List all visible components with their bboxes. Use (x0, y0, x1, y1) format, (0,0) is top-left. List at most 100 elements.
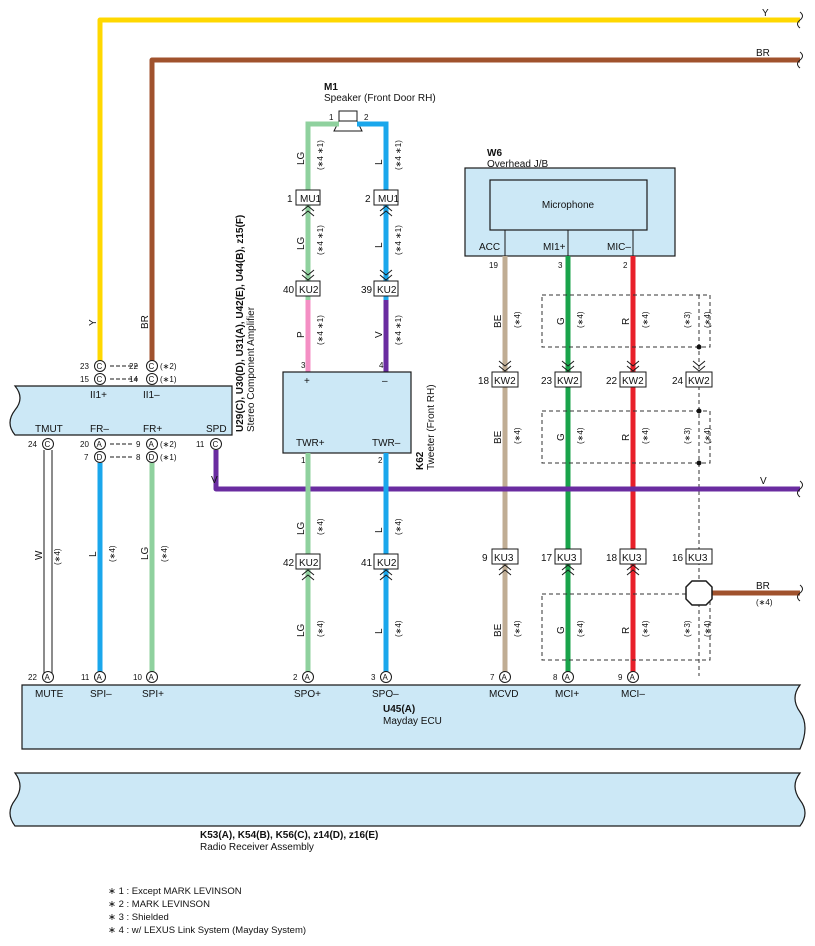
svg-text:18: 18 (606, 553, 618, 564)
wire-label-y-vert: Y (88, 319, 99, 326)
svg-text:3: 3 (371, 673, 376, 682)
svg-text:KU2: KU2 (377, 558, 397, 569)
svg-text:(∗4 ∗1): (∗4 ∗1) (316, 315, 325, 345)
svg-text:BR: BR (756, 581, 770, 592)
svg-text:MU1: MU1 (378, 194, 400, 205)
connector-mu1-b: 2 MU1 (365, 189, 400, 217)
svg-text:42: 42 (283, 558, 295, 569)
wire-label-br-vert: BR (140, 315, 151, 329)
svg-text:V: V (374, 331, 385, 338)
svg-text:TWR+: TWR+ (296, 438, 325, 449)
svg-text:9: 9 (482, 553, 488, 564)
connector-kw2-c: 22 KW2 (606, 360, 647, 388)
svg-text:C: C (45, 440, 51, 449)
footnote-1: ∗ 1 : Except MARK LEVINSON (108, 886, 242, 897)
svg-text:KU2: KU2 (377, 285, 397, 296)
svg-text:(∗4): (∗4) (641, 620, 650, 637)
svg-text:20: 20 (80, 440, 89, 449)
svg-text:23: 23 (541, 376, 553, 387)
svg-text:24: 24 (672, 376, 684, 387)
speaker-pin1: 1 (329, 113, 334, 122)
svg-text:KW2: KW2 (622, 376, 644, 387)
speaker-icon (338, 110, 358, 122)
svg-text:TWR–: TWR– (372, 438, 401, 449)
svg-text:(∗4 ∗1): (∗4 ∗1) (394, 225, 403, 255)
svg-text:(∗4): (∗4) (108, 545, 117, 562)
svg-text:R: R (621, 318, 632, 325)
svg-text:KW2: KW2 (557, 376, 579, 387)
speaker-pin2: 2 (364, 113, 369, 122)
svg-text:A: A (383, 673, 389, 682)
svg-text:MCVD: MCVD (489, 689, 518, 700)
shield-ground-icon (685, 580, 713, 606)
svg-text:(∗2): (∗2) (160, 362, 177, 371)
svg-text:(∗4): (∗4) (160, 545, 169, 562)
svg-text:V: V (211, 475, 218, 486)
svg-text:K53(A), K54(B), K56(C), z14(D): K53(A), K54(B), K56(C), z14(D), z16(E) (200, 830, 378, 841)
svg-text:KU3: KU3 (494, 553, 514, 564)
svg-text:15: 15 (80, 375, 89, 384)
svg-text:L: L (374, 527, 385, 533)
svg-text:16: 16 (672, 553, 684, 564)
wire-label-br: BR (756, 48, 770, 59)
svg-text:SPO+: SPO+ (294, 689, 321, 700)
svg-text:10: 10 (133, 673, 142, 682)
svg-text:L: L (374, 628, 385, 634)
amp-top-pins: 23 C 22 C (∗2) 15 C 14 C (∗1) (80, 360, 177, 385)
connector-kw2-d: 24 KW2 (672, 360, 713, 388)
svg-text:(∗4): (∗4) (703, 620, 712, 637)
svg-text:2: 2 (623, 261, 628, 270)
tweeter-k62: + – TWR+ TWR– 3 4 1 2 K62 Tweeter (Front… (282, 361, 437, 470)
overhead-jb-w6: W6 Overhead J/B Microphone ACC MI1+ MIC–… (464, 148, 676, 270)
svg-text:14: 14 (129, 375, 138, 384)
footnotes: ∗ 1 : Except MARK LEVINSON ∗ 2 : MARK LE… (108, 886, 306, 936)
svg-text:(∗1): (∗1) (160, 453, 177, 462)
wire-v-spd (213, 450, 800, 492)
svg-text:40: 40 (283, 285, 295, 296)
svg-text:KW2: KW2 (688, 376, 710, 387)
connector-ku2-a: 40 KU2 (283, 269, 321, 297)
svg-text:8: 8 (553, 673, 558, 682)
svg-text:Radio Receiver Assembly: Radio Receiver Assembly (200, 842, 314, 853)
connector-kw2-b: 23 KW2 (541, 360, 582, 388)
svg-text:C: C (97, 362, 103, 371)
connector-ku3-a: 9 KU3 (482, 548, 519, 576)
speaker-name: Speaker (Front Door RH) (324, 93, 436, 104)
svg-text:(∗3): (∗3) (683, 311, 692, 328)
svg-text:A: A (502, 673, 508, 682)
svg-text:MIC–: MIC– (607, 242, 631, 253)
svg-text:Mayday ECU: Mayday ECU (383, 716, 442, 727)
svg-text:18: 18 (478, 376, 490, 387)
svg-text:(∗4): (∗4) (316, 518, 325, 535)
mayday-ecu: U45(A) Mayday ECU (21, 684, 806, 750)
svg-text:L: L (374, 242, 385, 248)
svg-text:MCI–: MCI– (621, 689, 645, 700)
svg-text:KU3: KU3 (557, 553, 577, 564)
svg-text:9: 9 (618, 673, 623, 682)
svg-text:(∗4): (∗4) (756, 598, 773, 607)
svg-text:7: 7 (490, 673, 495, 682)
svg-text:KU2: KU2 (299, 558, 319, 569)
svg-text:2: 2 (293, 673, 298, 682)
shield-box-3 (541, 593, 711, 661)
svg-text:3: 3 (558, 261, 563, 270)
svg-text:A: A (565, 673, 571, 682)
svg-text:41: 41 (361, 558, 373, 569)
svg-text:(∗4): (∗4) (513, 311, 522, 328)
svg-text:U45(A): U45(A) (383, 704, 415, 715)
svg-text:LG: LG (296, 521, 307, 535)
svg-text:G: G (556, 433, 567, 441)
svg-text:(∗1): (∗1) (160, 375, 177, 384)
microphone-label: Microphone (542, 200, 595, 211)
svg-text:TMUT: TMUT (35, 424, 63, 435)
amp-bottom-pins: 24 C 20 A 9 A (∗2) 7 D 8 D (∗1) 11 C (28, 438, 222, 463)
svg-text:MI1+: MI1+ (543, 242, 566, 253)
svg-text:(∗4): (∗4) (576, 311, 585, 328)
svg-text:39: 39 (361, 285, 373, 296)
svg-text:2: 2 (378, 456, 383, 465)
connector-ku3-d: 16 KU3 (672, 548, 713, 565)
svg-text:BE: BE (493, 623, 504, 637)
svg-text:MUTE: MUTE (35, 689, 64, 700)
svg-text:W6: W6 (487, 148, 502, 159)
